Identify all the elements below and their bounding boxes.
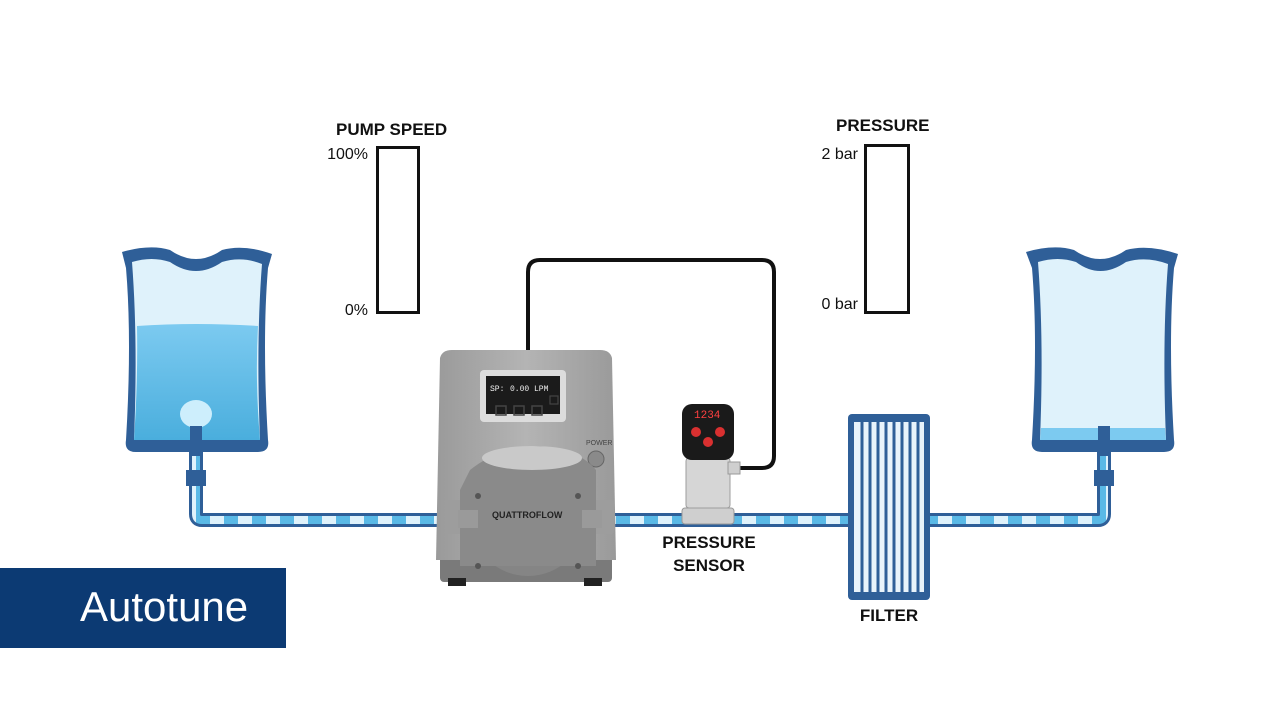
- pump-speed-min-label: 0%: [344, 302, 368, 319]
- pump-speed-max-label: 100%: [327, 146, 368, 163]
- pump-display-sp: SP:: [490, 385, 505, 394]
- pressure-min-label: 0 bar: [821, 296, 858, 313]
- pump-speed-gauge: [376, 146, 420, 314]
- sensor-label-line1: PRESSURE: [662, 533, 756, 552]
- signal-cable: [526, 258, 776, 470]
- pump-display-value: 0.00 LPM: [510, 385, 549, 394]
- filter-device: [848, 414, 930, 600]
- pressure-gauge: [864, 144, 910, 314]
- source-bag: [122, 247, 272, 486]
- pump: [436, 350, 616, 586]
- title-text: Autotune: [80, 583, 249, 630]
- pump-speed-label: PUMP SPEED: [336, 120, 448, 139]
- sensor-label-line2: SENSOR: [673, 556, 745, 575]
- pressure-label: PRESSURE: [836, 116, 930, 135]
- pressure-sensor-device: [681, 404, 741, 525]
- pressure-max-label: 2 bar: [821, 146, 858, 163]
- title-band: Autotune: [0, 568, 286, 648]
- sensor-readout: 1234: [694, 410, 721, 422]
- filter-label: FILTER: [859, 606, 919, 625]
- pump-power-label: POWER: [586, 440, 613, 447]
- pump-brand: QUATTROFLOW: [492, 510, 563, 520]
- tubing: [189, 452, 1111, 527]
- destination-bag: [1026, 247, 1178, 486]
